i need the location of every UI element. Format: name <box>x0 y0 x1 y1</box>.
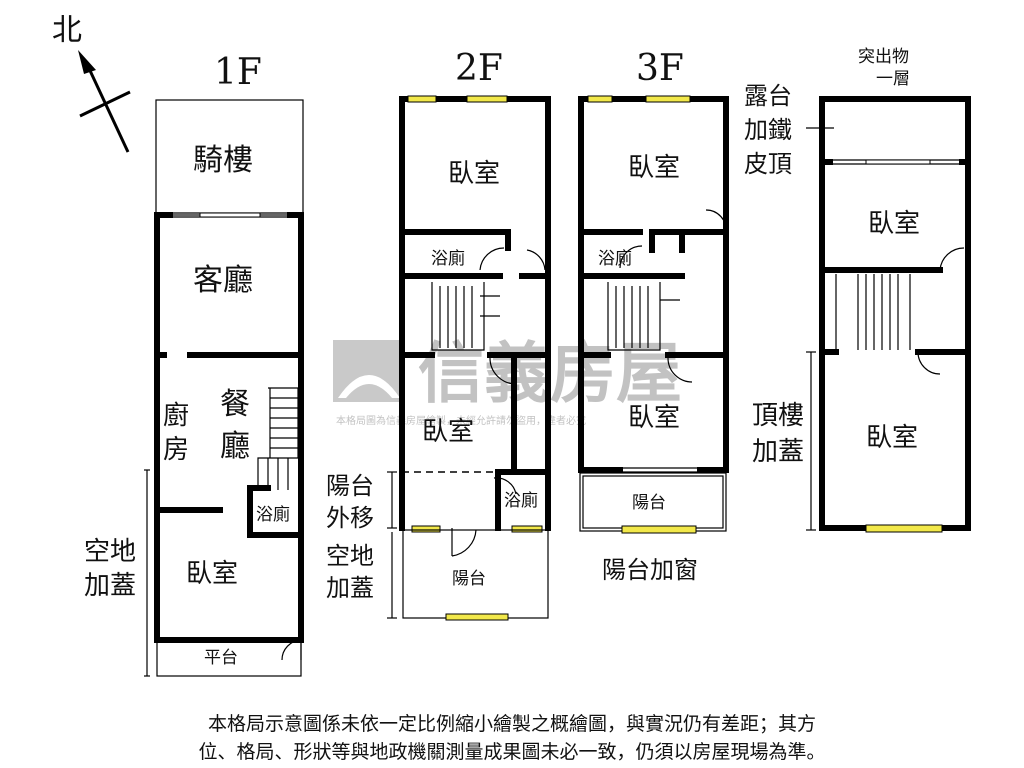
room-bedroom-1f: 臥室 <box>186 559 238 589</box>
room-arcade: 騎樓 <box>193 143 253 178</box>
room-bedroom-2f-front: 臥室 <box>448 159 500 189</box>
room-dining-1: 餐 <box>220 387 250 422</box>
room-bedroom-2f-rear: 臥室 <box>422 417 474 447</box>
yard-addition-bracket <box>144 469 150 677</box>
stairs-3f <box>578 282 729 358</box>
annot-yard-1f-2: 加蓋 <box>84 571 136 601</box>
plan-1f: 騎樓 客廳 廚 房 餐 廳 浴廁 臥室 平台 空地 加蓋 <box>84 99 304 677</box>
annot-balcony-window: 陽台加窗 <box>602 556 698 584</box>
annot-rooftop-1: 頂樓 <box>752 401 804 431</box>
room-platform: 平台 <box>204 648 238 668</box>
door-swing-icon <box>526 249 546 271</box>
annot-rooftop-2: 加蓋 <box>752 437 804 467</box>
disclaimer-line-1: 本格局示意圖係未依一定比例縮小繪製之概繪圖，與實況仍有差距；其方 <box>207 713 816 735</box>
door-swing-icon <box>493 477 517 495</box>
annot-terrace-1: 露台 <box>744 82 792 110</box>
stairs-1f <box>267 388 298 490</box>
room-bedroom-roof-rear: 臥室 <box>866 423 918 453</box>
window-2f-mid-left <box>411 525 441 533</box>
annot-terrace-2: 加鐵 <box>744 116 792 144</box>
door-swing-icon <box>451 528 477 557</box>
disclaimer: 本格局示意圖係未依一定比例縮小繪製之概繪圖，與實況仍有差距；其方 位、格局、形狀… <box>0 710 1024 766</box>
door-swing-icon <box>939 247 965 271</box>
floor-label-roof-2: 一層 <box>876 69 910 89</box>
compass-needle <box>84 61 130 153</box>
room-bathroom-2f-a: 浴廁 <box>431 248 465 269</box>
north-compass: 北 <box>52 13 131 153</box>
watermark-logo <box>333 340 405 402</box>
compass-arrow-icon <box>78 50 96 74</box>
window-3f-top-right <box>645 95 691 103</box>
room-kitchen-1: 廚 <box>163 401 189 431</box>
window-3f-top-left <box>587 95 613 103</box>
room-bathroom-3f: 浴廁 <box>598 248 632 269</box>
floor-label-roof-1: 突出物 <box>858 47 909 67</box>
walls-1f-outer <box>154 212 304 643</box>
room-dining-2: 廳 <box>220 429 250 464</box>
window-roof-bottom <box>865 524 943 533</box>
annot-balcony-moved-2: 外移 <box>326 504 374 532</box>
door-swing-icon <box>281 639 302 661</box>
stairs-2f <box>399 282 551 358</box>
door-swing-icon <box>705 209 727 233</box>
room-bedroom-roof-front: 臥室 <box>868 209 920 239</box>
room-living: 客廳 <box>193 263 253 298</box>
annot-yard-2f-1: 空地 <box>326 542 374 570</box>
door-swing-icon <box>667 357 693 383</box>
rooftop-addition-bracket <box>806 351 816 531</box>
annot-yard-2f-2: 加蓋 <box>326 574 374 602</box>
window-2f-bottom <box>445 613 509 621</box>
plan-3f: 臥室 浴廁 臥室 陽台 陽台加窗 <box>578 95 729 584</box>
annot-terrace-3: 皮頂 <box>744 150 792 178</box>
balcony-moved-bracket <box>387 471 397 619</box>
window-2f-top-left <box>407 95 437 103</box>
room-bedroom-3f-front: 臥室 <box>628 153 680 183</box>
window-2f-top-right <box>466 95 508 103</box>
window-3f-balcony <box>621 525 697 534</box>
window-2f-mid-right <box>511 525 543 533</box>
stairs-roof <box>819 274 971 355</box>
floor-label-3f: 3F <box>636 48 684 89</box>
annot-balcony-moved-1: 陽台 <box>326 472 374 500</box>
plan-2f: 臥室 浴廁 臥室 浴廁 陽台 陽台 外移 空地 加蓋 <box>326 95 551 621</box>
plan-roof: 臥室 臥室 露台 加鐵 皮頂 頂樓 加蓋 <box>744 82 971 533</box>
door-swing-icon <box>479 247 505 271</box>
room-bathroom-1f: 浴廁 <box>256 504 290 525</box>
compass-crossbar <box>79 90 131 118</box>
compass-north-label: 北 <box>52 13 82 48</box>
room-bathroom-2f-b: 浴廁 <box>504 490 538 511</box>
floor-label-1f: 1F <box>214 52 262 93</box>
disclaimer-line-2: 位、格局、形狀等與地政機關測量成果圖未必一致，仍須以房屋現場為準。 <box>198 741 826 763</box>
annot-yard-1f-1: 空地 <box>84 537 136 567</box>
room-balcony-2f: 陽台 <box>452 569 486 589</box>
door-swing-icon <box>917 351 941 375</box>
room-bedroom-3f-rear: 臥室 <box>628 403 680 433</box>
watermark-note: 本格局圖為信義房屋繪製，未經允許請勿盜用，違者必究 <box>336 414 586 427</box>
door-swing-icon <box>619 245 643 269</box>
room-balcony-3f: 陽台 <box>632 493 666 513</box>
room-kitchen-2: 房 <box>163 435 189 465</box>
floor-label-2f: 2F <box>455 48 503 89</box>
